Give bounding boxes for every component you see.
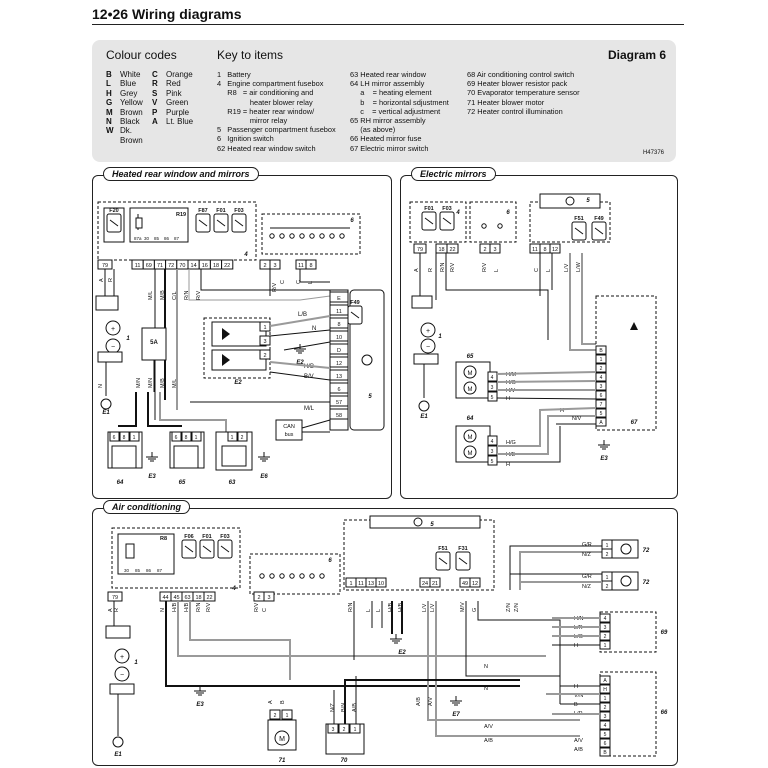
colour-code-name: Purple xyxy=(166,107,190,117)
colour-code-name: White xyxy=(120,70,141,79)
colour-code-name: Pink xyxy=(166,88,182,98)
colour-code-name: Green xyxy=(166,98,189,108)
colour-code-name: Dk. Brown xyxy=(120,126,143,145)
colour-code-letter: C xyxy=(152,70,158,79)
colour-code-letter: R xyxy=(152,79,158,89)
colour-code-row: N Black A Lt. Blue xyxy=(106,117,198,126)
diagram-label: Diagram 6 xyxy=(607,48,666,62)
air-conditioning-section: Air conditioning xyxy=(92,500,678,766)
colour-code-row: L Blue R Red xyxy=(106,79,198,88)
key-panel: Colour codes Key to items Diagram 6 B Whi… xyxy=(92,40,676,162)
colour-code-letter: B xyxy=(106,70,112,79)
colour-code-name: Orange xyxy=(166,70,193,79)
key-list-1: 1 Battery 4 Engine compartment fusebox R… xyxy=(217,70,336,153)
key-list-3: 68 Air conditioning control switch 69 He… xyxy=(467,70,580,116)
colour-code-name: Yellow xyxy=(120,98,143,108)
colour-code-row: G Yellow V Green xyxy=(106,98,198,107)
section-title-heated: Heated rear window and mirrors xyxy=(103,167,259,181)
colour-code-letter: M xyxy=(106,107,113,117)
colour-code-name: Red xyxy=(166,79,181,89)
colour-code-row: M Brown P Purple xyxy=(106,108,198,117)
colour-code-letter: A xyxy=(152,117,158,127)
colour-code-name: Grey xyxy=(120,88,138,98)
colour-code-name: Lt. Blue xyxy=(166,117,194,127)
section-title-aircon: Air conditioning xyxy=(103,500,190,514)
colour-code-name: Brown xyxy=(120,107,143,117)
colour-code-letter: L xyxy=(106,79,111,89)
colour-code-letter: W xyxy=(106,126,114,136)
colour-code-row: W Dk. Brown xyxy=(106,126,198,145)
colour-code-letter: V xyxy=(152,98,158,108)
section-title-electric: Electric mirrors xyxy=(411,167,496,181)
colour-code-letter: S xyxy=(152,88,158,98)
colour-code-row: B White C Orange xyxy=(106,70,198,79)
reference-code: H47376 xyxy=(642,150,664,156)
key-list-2: 63 Heated rear window 64 LH mirror assem… xyxy=(350,70,449,153)
colour-code-letter: N xyxy=(106,117,112,127)
heated-rear-window-section: Heated rear window and mirrors xyxy=(92,167,392,499)
colour-code-row: H Grey S Pink xyxy=(106,89,198,98)
page-title: 12•26 Wiring diagrams xyxy=(92,6,242,22)
colour-code-letter: G xyxy=(106,98,113,108)
electric-mirrors-section: Electric mirrors xyxy=(400,167,678,499)
colour-code-name: Black xyxy=(120,117,140,127)
colour-codes-title: Colour codes xyxy=(106,48,177,62)
colour-code-letter: P xyxy=(152,107,158,117)
page-header: 12•26 Wiring diagrams xyxy=(92,4,684,25)
colour-code-letter: H xyxy=(106,88,112,98)
key-to-items-title: Key to items xyxy=(217,48,284,62)
colour-code-name: Blue xyxy=(120,79,137,89)
